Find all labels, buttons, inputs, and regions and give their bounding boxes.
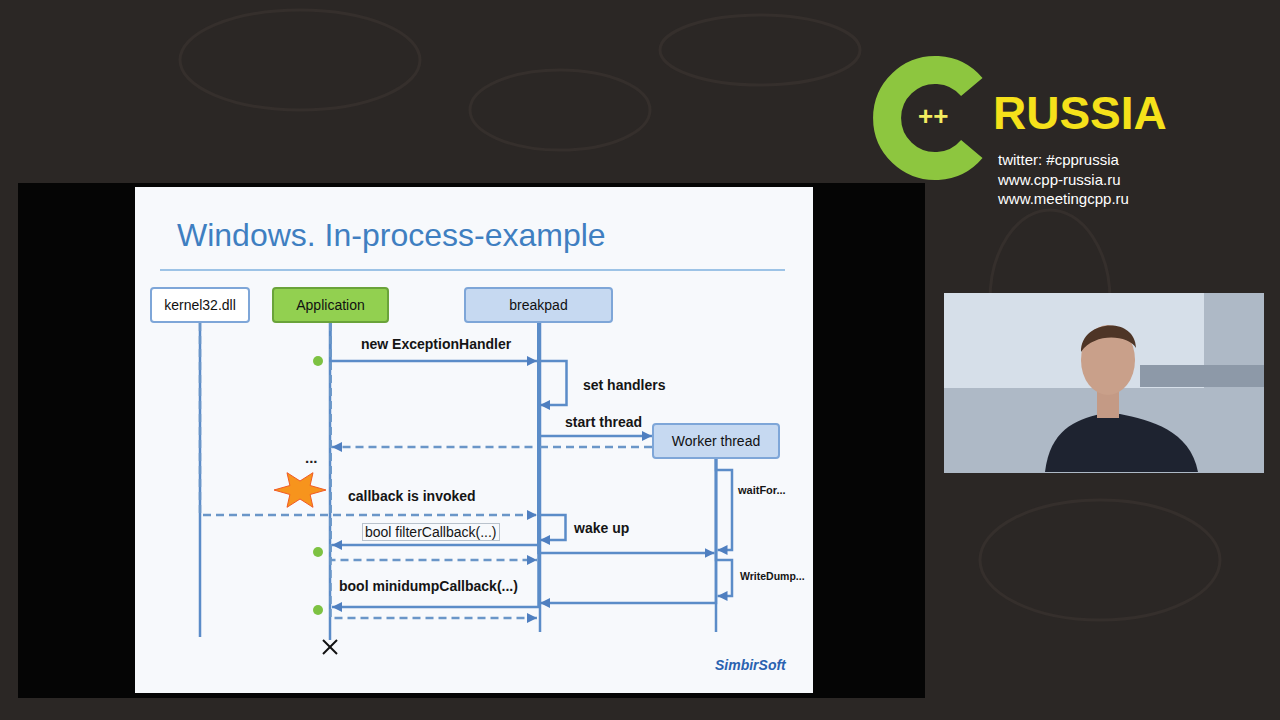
return-message	[331, 323, 538, 560]
message-arrow	[539, 323, 567, 405]
site-url: www.cpp-russia.ru	[998, 172, 1121, 189]
message-arrow	[331, 323, 538, 361]
lifeline-head: Worker thread	[652, 423, 780, 459]
message-arrow	[716, 459, 732, 550]
title-rule	[160, 269, 785, 271]
message-arrow	[332, 323, 539, 607]
twitter-tag: twitter: #cpprussia	[998, 152, 1119, 169]
return-message	[540, 446, 652, 449]
return-message	[331, 323, 538, 618]
speaker-body	[1045, 414, 1198, 472]
destroy-mark	[323, 640, 337, 654]
ellipsis-note: ...	[305, 450, 318, 467]
ornament-swirl	[180, 10, 420, 110]
slide-logo: SimbirSoft	[715, 658, 786, 673]
crash-star	[274, 473, 326, 508]
ornament-swirl	[660, 15, 860, 85]
green-dot	[313, 605, 323, 615]
message-label: waitFor...	[736, 484, 788, 497]
video-ground	[944, 293, 1264, 473]
message-label: callback is invoked	[346, 488, 478, 504]
message-label: bool filterCallback(...)	[362, 523, 500, 541]
lifeline-head: breakpad	[464, 287, 613, 323]
green-dot	[313, 356, 323, 366]
message-label: start thread	[563, 414, 644, 430]
logo-plus: ++	[918, 102, 948, 131]
message-arrow	[540, 459, 716, 603]
speaker-hair	[1081, 326, 1136, 352]
message-label: bool minidumpCallback(...)	[337, 578, 520, 594]
node-label: kernel32.dll	[164, 297, 236, 313]
ornament-swirl	[470, 70, 650, 150]
return-message	[200, 323, 537, 515]
node-label: Worker thread	[672, 433, 760, 449]
site-url: www.meetingcpp.ru	[998, 191, 1129, 208]
green-dot	[313, 547, 323, 557]
message-arrow	[332, 323, 539, 545]
node-label: Application	[296, 297, 365, 313]
message-label: new ExceptionHandler	[359, 336, 513, 352]
ornament-swirl	[980, 500, 1220, 620]
speaker-video	[944, 293, 1264, 473]
slide	[135, 187, 813, 693]
slide-title: Windows. In-process-example	[177, 217, 606, 254]
lifelines	[200, 323, 716, 640]
return-message	[332, 323, 539, 447]
node-label: breakpad	[509, 297, 567, 313]
logo-c	[887, 70, 972, 166]
speaker-head	[1081, 325, 1135, 395]
taskbar	[1140, 365, 1264, 387]
destroy-stroke	[323, 640, 337, 654]
message-arrow	[539, 323, 566, 540]
message-arrow	[716, 459, 732, 596]
video-frame	[18, 183, 925, 698]
lifeline-head: kernel32.dll	[150, 287, 250, 323]
message-label: wake up	[572, 520, 631, 536]
logo-word: RUSSIA	[993, 88, 1167, 139]
destroy-stroke	[323, 640, 337, 654]
message-label: WriteDump...	[738, 570, 807, 582]
message-label: set handlers	[581, 377, 667, 393]
lifeline-head: Application	[272, 287, 389, 323]
